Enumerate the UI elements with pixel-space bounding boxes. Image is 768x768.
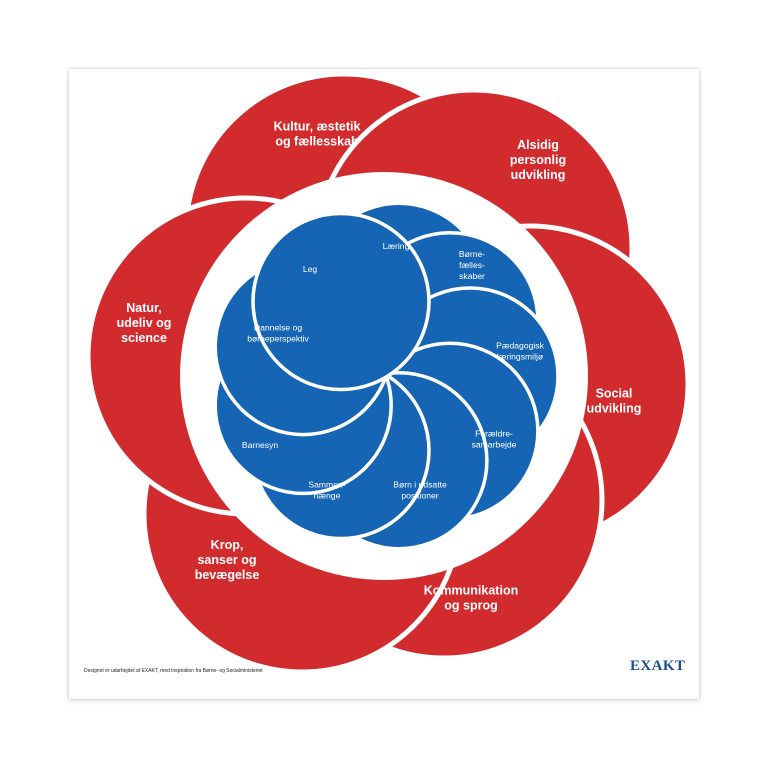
element-label-barnesyn: Barnesyn xyxy=(242,440,279,450)
element-label-sammenhaenge: Sammen-hænge xyxy=(308,480,345,501)
inner-element-petals xyxy=(213,201,560,551)
element-label-laering: Læring xyxy=(383,241,410,251)
design-credit-text: Designet er udarbejdet af EXAKT, med ins… xyxy=(84,668,263,674)
element-label-foraeldresamarbejde: Forældre-samarbejde xyxy=(472,429,517,450)
inner-petal xyxy=(251,211,431,392)
element-label-leg: Leg xyxy=(303,264,318,274)
element-label-boernefaellesskaber: Børne-fælles-skaber xyxy=(459,249,485,281)
exakt-logo: EXAKT xyxy=(630,658,686,674)
